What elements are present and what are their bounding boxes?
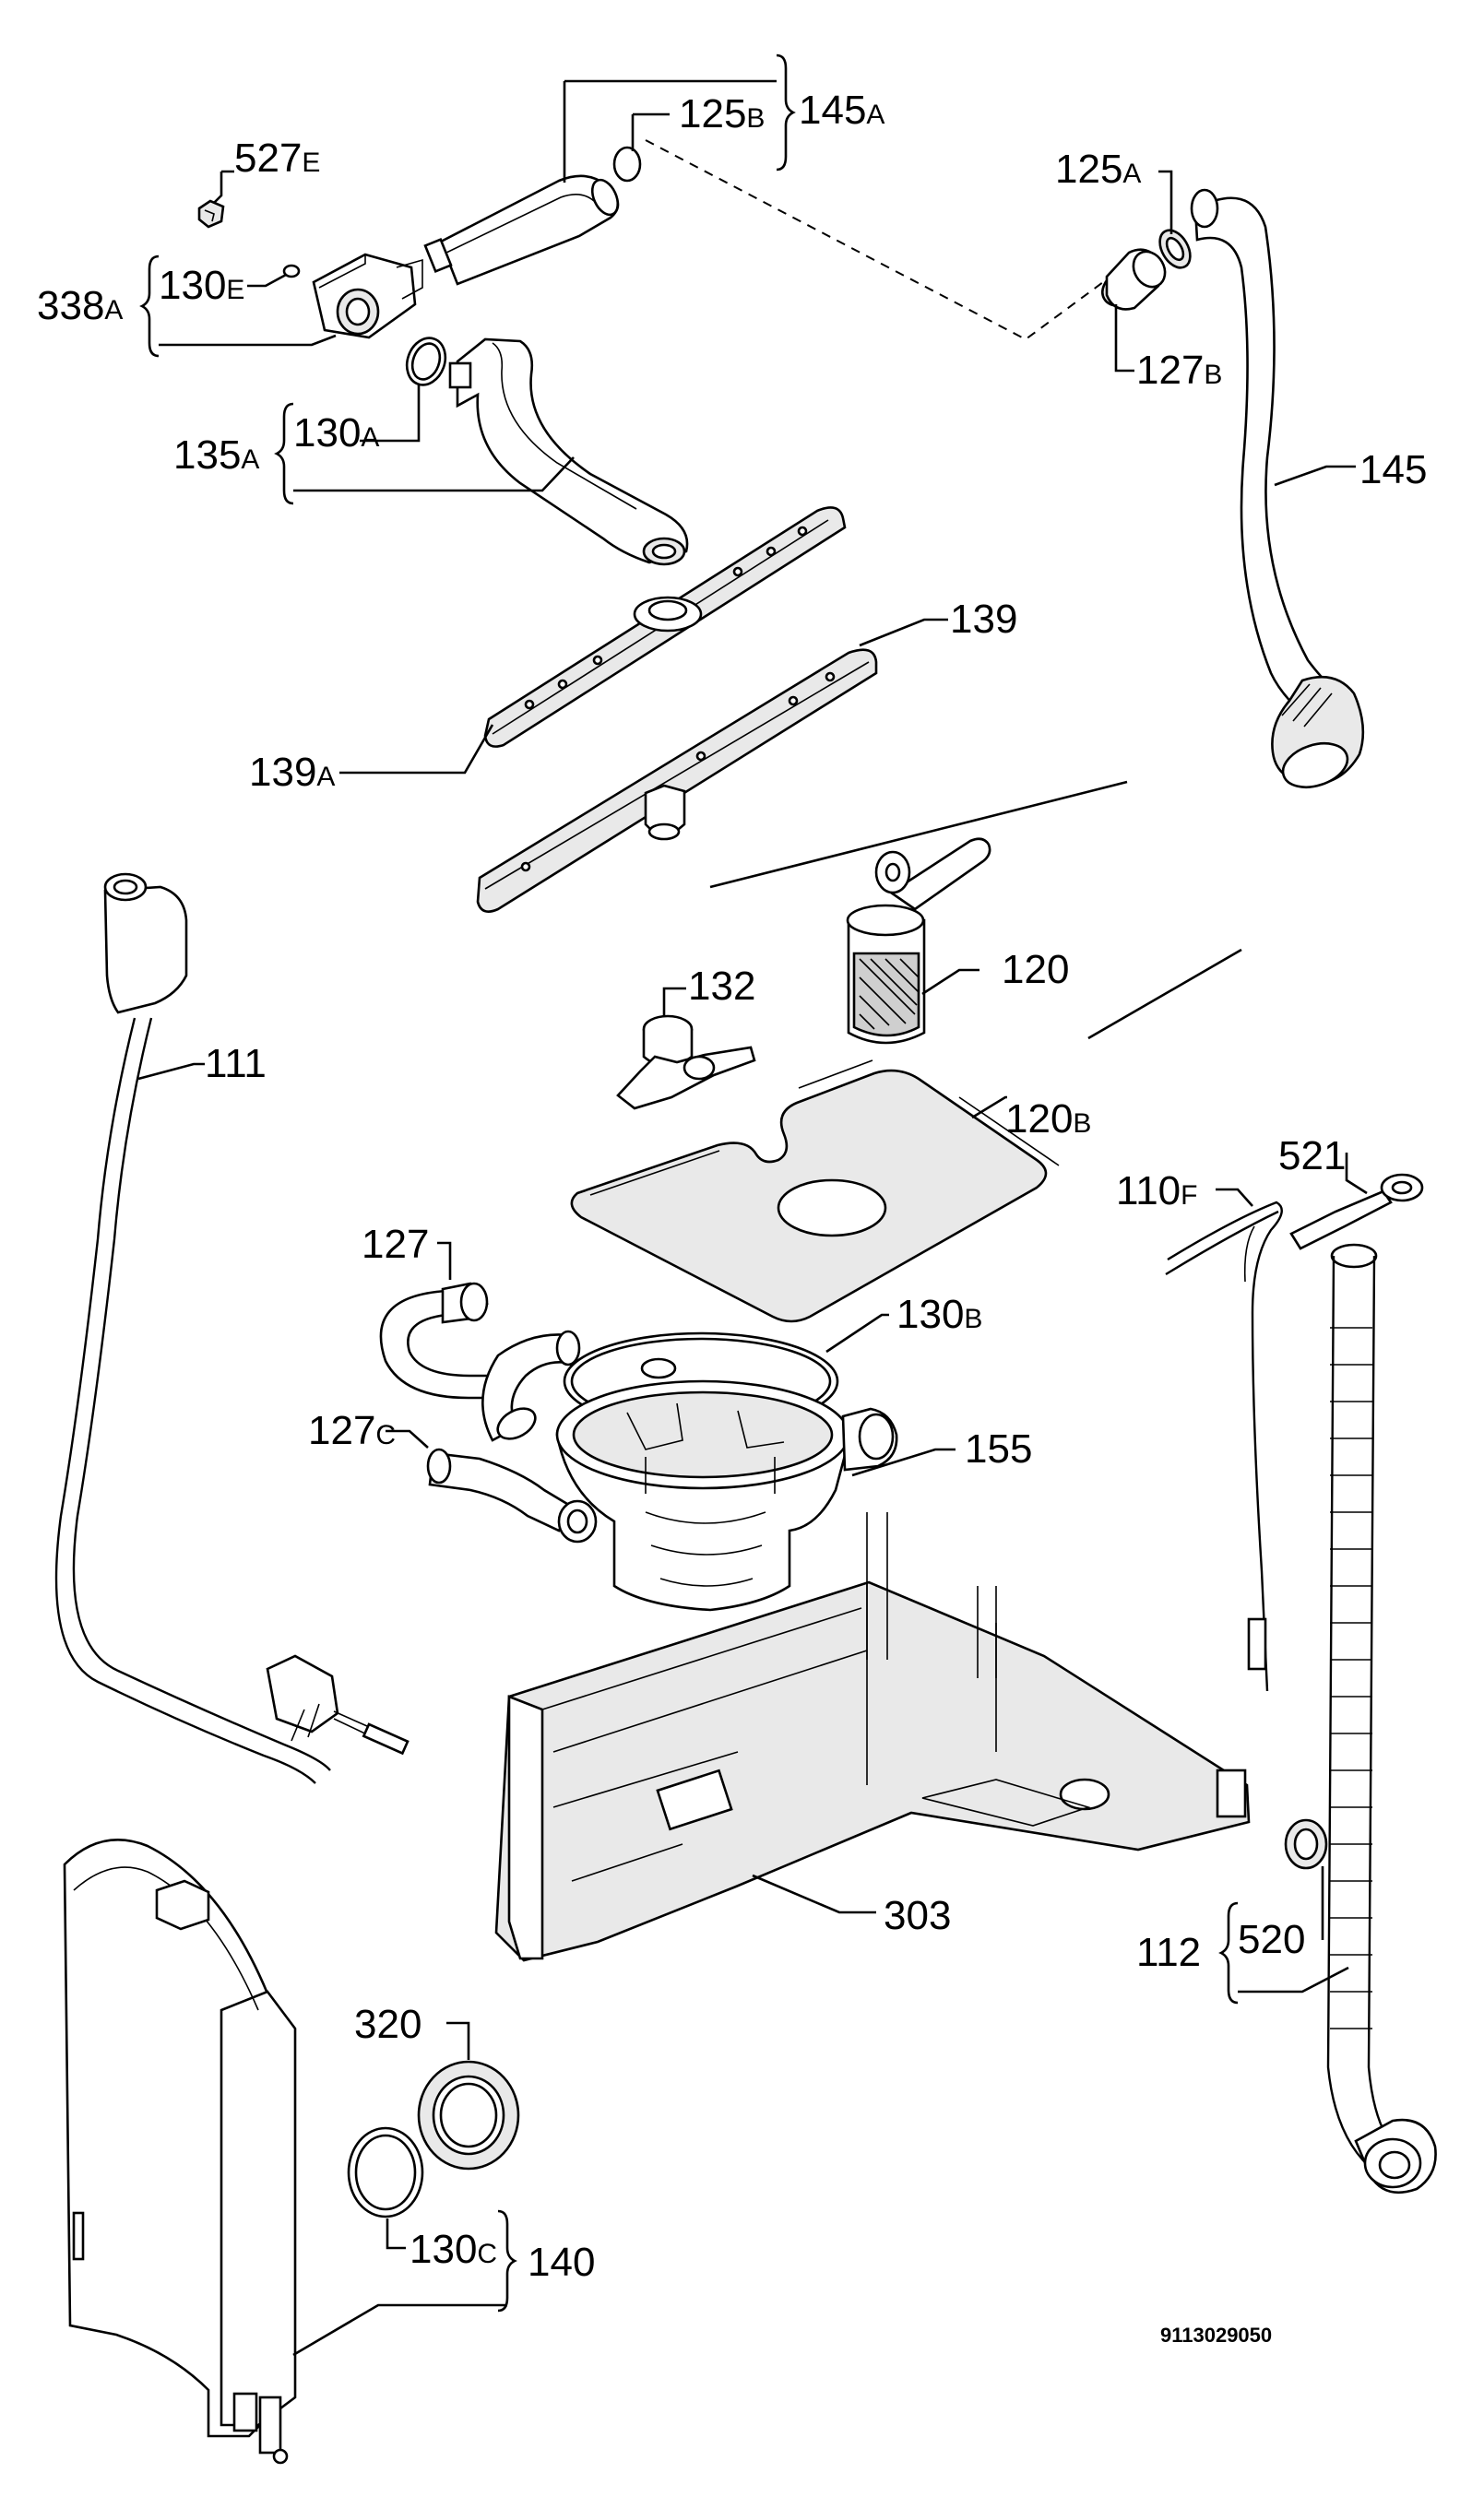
label-520: 520	[1238, 1917, 1305, 1962]
part-111-drawing	[54, 872, 410, 1784]
part-labels: 527E 125B 145A 338A 130E 125A 127B 135A …	[37, 88, 1427, 2347]
part-130e-drawing	[282, 264, 301, 278]
label-155: 155	[965, 1426, 1032, 1472]
part-120-drawing	[846, 837, 991, 1045]
part-320-drawing	[417, 2060, 520, 2171]
label-130a: 130A	[293, 410, 379, 455]
part-155-drawing	[555, 1357, 898, 1612]
label-527e: 527E	[234, 136, 320, 181]
part-112-drawing	[1326, 1243, 1437, 2194]
part-130a-drawing	[405, 337, 447, 386]
label-135a: 135A	[173, 432, 259, 478]
leader-lines	[137, 53, 1368, 2357]
part-125a-drawing	[1158, 229, 1192, 269]
label-521: 521	[1278, 1133, 1346, 1178]
label-132: 132	[688, 964, 755, 1009]
label-127c: 127C	[308, 1408, 396, 1453]
part-338a-drawing	[312, 253, 423, 339]
part-139a-drawing	[483, 506, 847, 748]
label-130e: 130E	[159, 263, 244, 308]
label-120b: 120B	[1005, 1096, 1091, 1142]
label-110f: 110F	[1116, 1168, 1197, 1213]
part-135a-drawing	[448, 337, 689, 566]
label-139: 139	[950, 597, 1017, 642]
part-520-drawing	[1284, 1818, 1328, 1870]
part-527e-drawing	[197, 199, 225, 229]
part-132-drawing	[616, 1014, 756, 1110]
label-320: 320	[354, 2002, 421, 2047]
part-303-drawing	[494, 1512, 1251, 1962]
part-120b-drawing	[570, 1059, 1060, 1323]
part-521-drawing	[1289, 1173, 1424, 1250]
label-140: 140	[528, 2240, 595, 2285]
part-125b-drawing	[612, 146, 642, 183]
part-145a-drawing	[423, 174, 620, 286]
part-145-drawing	[1190, 188, 1365, 788]
label-127: 127	[362, 1222, 429, 1267]
label-338a: 338A	[37, 283, 123, 328]
label-125a: 125A	[1055, 147, 1141, 192]
part-127c-drawing	[426, 1448, 598, 1544]
part-110f-drawing	[1165, 1201, 1283, 1692]
connection-dashed-line	[645, 139, 1104, 341]
filter-group-outline	[709, 780, 1242, 1040]
part-130c-drawing	[347, 2126, 424, 2218]
document-number: 9113029050	[1160, 2324, 1272, 2347]
label-145: 145	[1359, 447, 1427, 492]
label-111: 111	[205, 1041, 267, 1086]
label-139a: 139A	[249, 750, 335, 795]
part-139-drawing	[476, 648, 878, 913]
label-130b: 130B	[896, 1292, 982, 1337]
part-140-drawing	[63, 1839, 297, 2465]
label-130c: 130C	[410, 2227, 497, 2272]
label-127b: 127B	[1136, 348, 1222, 393]
label-125b: 125B	[679, 91, 765, 136]
label-303: 303	[884, 1893, 951, 1938]
label-145a: 145A	[799, 88, 884, 133]
label-120: 120	[1002, 947, 1069, 992]
part-127-drawing	[379, 1282, 581, 1442]
label-112: 112	[1136, 1930, 1201, 1975]
part-127b-drawing	[1101, 248, 1167, 311]
